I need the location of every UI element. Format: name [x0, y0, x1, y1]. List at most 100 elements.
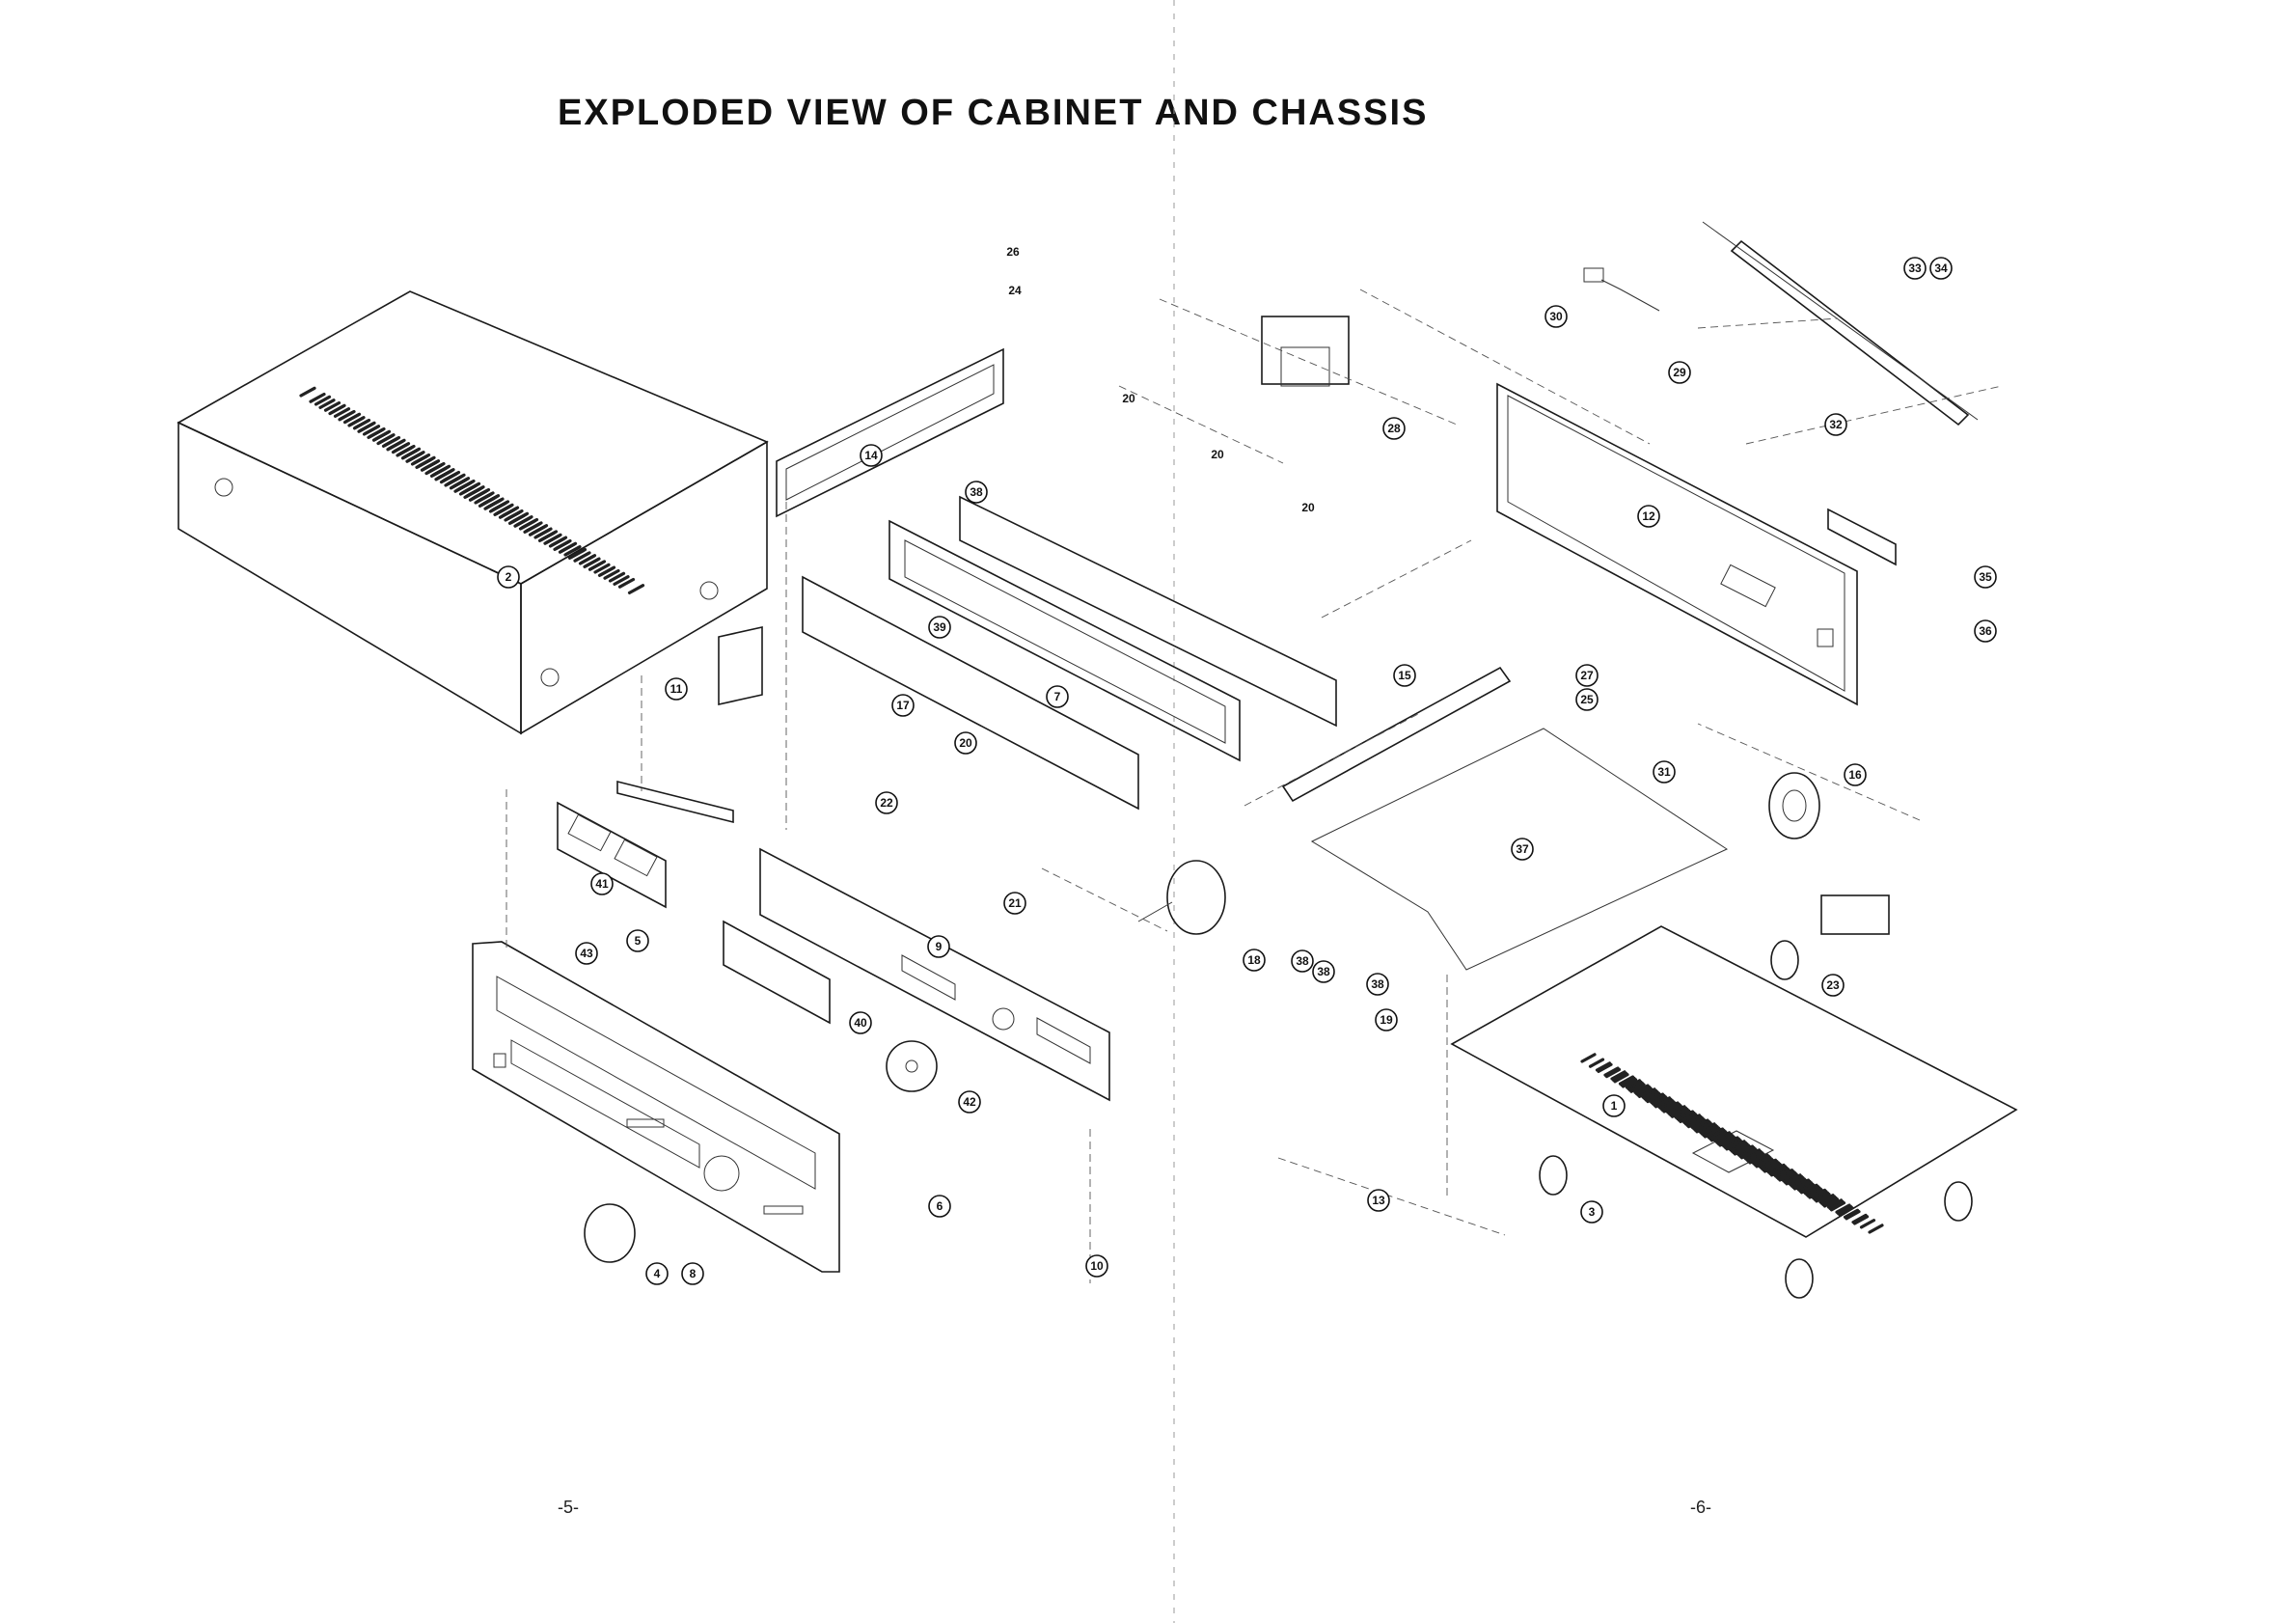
- callout-10: 10: [1086, 1255, 1107, 1277]
- vent-slot: [1582, 1055, 1595, 1061]
- callout-16: 16: [1845, 764, 1866, 785]
- feet: [1771, 941, 1972, 1298]
- antenna-rod-33-34: [1703, 222, 1978, 425]
- vent-slot: [301, 388, 314, 396]
- callout-23: 23: [1822, 975, 1844, 996]
- callout-22: 22: [876, 792, 897, 813]
- top-cover: [178, 291, 767, 733]
- svg-text:35: 35: [1979, 570, 1992, 584]
- plain-label: 26: [1006, 245, 1020, 259]
- vent-slot: [1591, 1059, 1603, 1066]
- callout-32: 32: [1825, 414, 1846, 435]
- callout-2: 2: [498, 566, 519, 588]
- callout-25: 25: [1576, 689, 1598, 710]
- rear-panel: [1497, 384, 1857, 704]
- svg-text:34: 34: [1934, 261, 1948, 275]
- plain-label: 20: [1301, 501, 1315, 514]
- callout-30: 30: [1545, 306, 1567, 327]
- callout-38: 38: [1367, 974, 1388, 995]
- callout-8: 8: [682, 1263, 703, 1284]
- svg-text:30: 30: [1549, 310, 1563, 323]
- svg-text:38: 38: [1296, 954, 1309, 968]
- callout-13: 13: [1368, 1190, 1389, 1211]
- svg-text:31: 31: [1657, 765, 1671, 779]
- callout-19: 19: [1376, 1009, 1397, 1031]
- pulley-16: [1769, 773, 1819, 839]
- svg-text:19: 19: [1380, 1013, 1393, 1027]
- terminal-board-32: [1828, 509, 1896, 564]
- svg-text:20: 20: [959, 736, 972, 750]
- callout-12: 12: [1638, 506, 1659, 527]
- display-window-40: [724, 922, 830, 1023]
- svg-text:21: 21: [1008, 896, 1022, 910]
- dial-disc-42: [887, 1041, 937, 1091]
- switch-plate: [617, 782, 733, 822]
- svg-text:12: 12: [1642, 509, 1655, 523]
- top-cover-vent-slots: [301, 388, 643, 592]
- assembly-lines: [506, 289, 2002, 1283]
- vent-slot: [630, 586, 643, 593]
- callout-17: 17: [892, 695, 914, 716]
- svg-text:17: 17: [896, 699, 910, 712]
- svg-text:9: 9: [936, 940, 943, 953]
- sub-chassis: [760, 849, 1109, 1100]
- svg-text:4: 4: [654, 1267, 661, 1280]
- svg-text:14: 14: [864, 449, 878, 462]
- callout-33: 33: [1904, 258, 1926, 279]
- callout-28: 28: [1383, 418, 1405, 439]
- svg-text:13: 13: [1372, 1194, 1385, 1207]
- plain-label: 20: [1211, 448, 1224, 461]
- callout-group: 1 2 3 4 5 6 7 8 9 10 11 12 13 14 15 16 1…: [498, 258, 1996, 1284]
- dial-glass-39: [803, 577, 1138, 809]
- page-number-left: -5-: [558, 1498, 579, 1518]
- callout-36: 36: [1975, 620, 1996, 642]
- callout-39: 39: [929, 617, 950, 638]
- pointer-rail: [960, 497, 1336, 726]
- callout-34: 34: [1930, 258, 1952, 279]
- bottom-plate-vent-slots: [1582, 1055, 1882, 1232]
- svg-text:22: 22: [880, 796, 893, 810]
- plain-label: 24: [1008, 284, 1022, 297]
- svg-text:43: 43: [580, 947, 593, 960]
- tuning-capacitor-23: [1821, 895, 1889, 934]
- callout-4: 4: [646, 1263, 668, 1284]
- svg-text:18: 18: [1247, 953, 1261, 967]
- callout-38: 38: [1313, 961, 1334, 982]
- svg-text:15: 15: [1398, 669, 1411, 682]
- svg-text:37: 37: [1516, 842, 1529, 856]
- callout-35: 35: [1975, 566, 1996, 588]
- plain-label: 20: [1122, 392, 1135, 405]
- callout-43: 43: [576, 943, 597, 964]
- callout-7: 7: [1047, 686, 1068, 707]
- callout-38: 38: [966, 481, 987, 503]
- svg-text:29: 29: [1673, 366, 1686, 379]
- callout-1: 1: [1603, 1095, 1625, 1116]
- svg-text:28: 28: [1387, 422, 1401, 435]
- svg-text:25: 25: [1580, 693, 1594, 706]
- foot-3: [1540, 1156, 1567, 1195]
- callout-14: 14: [861, 445, 882, 466]
- callout-5: 5: [627, 930, 648, 951]
- callout-21: 21: [1004, 893, 1025, 914]
- callout-31: 31: [1654, 761, 1675, 783]
- svg-text:38: 38: [970, 485, 983, 499]
- transformer-28: [1262, 316, 1349, 386]
- svg-text:11: 11: [670, 682, 683, 696]
- callout-9: 9: [928, 936, 949, 957]
- svg-text:23: 23: [1826, 978, 1840, 992]
- callout-3: 3: [1581, 1201, 1602, 1223]
- callout-15: 15: [1394, 665, 1415, 686]
- svg-text:8: 8: [690, 1267, 697, 1280]
- callout-40: 40: [850, 1012, 871, 1033]
- svg-text:27: 27: [1580, 669, 1594, 682]
- svg-text:2: 2: [506, 570, 512, 584]
- svg-text:7: 7: [1054, 690, 1061, 703]
- callout-42: 42: [959, 1091, 980, 1113]
- callout-38: 38: [1292, 950, 1313, 972]
- svg-text:36: 36: [1979, 624, 1992, 638]
- svg-text:39: 39: [933, 620, 946, 634]
- bracket-11: [719, 627, 762, 704]
- svg-text:3: 3: [1589, 1205, 1596, 1219]
- bracket-15: [1283, 668, 1510, 801]
